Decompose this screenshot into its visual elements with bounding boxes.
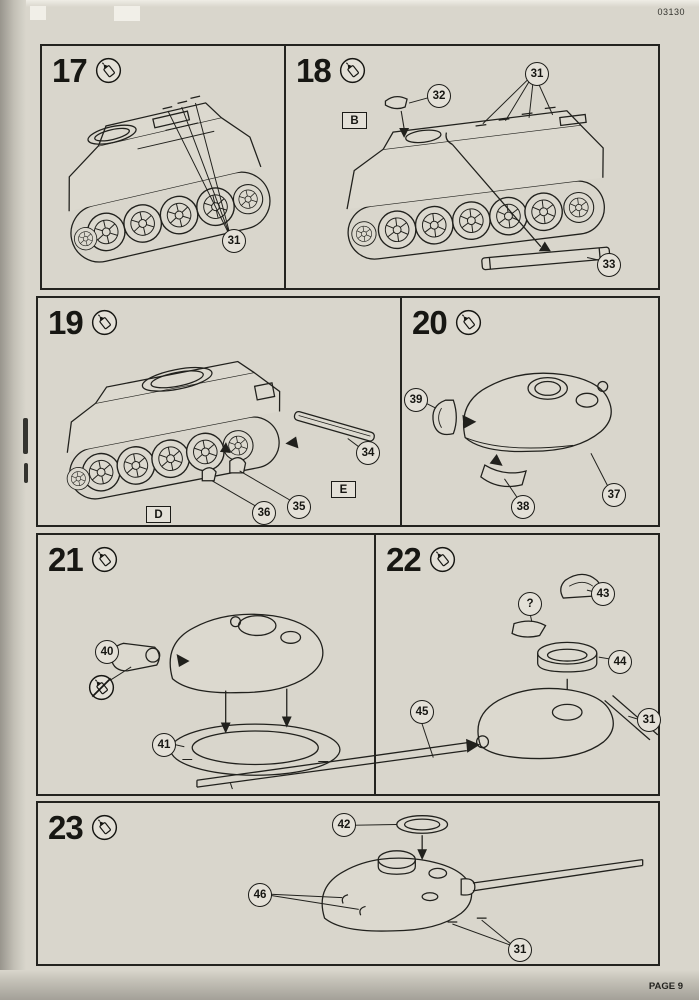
part-callout-35: 35 [287, 495, 311, 519]
part-callout-45: 45 [410, 700, 434, 724]
part-callout-31: 31 [525, 62, 549, 86]
scan-edge-left [0, 0, 26, 1000]
step-number: 21 [48, 541, 84, 578]
part-callout-40: 40 [95, 640, 119, 664]
question-callout: ? [518, 592, 542, 616]
position-marker-b: B [342, 112, 367, 129]
step-panel-23: 23 [36, 801, 660, 966]
step-number: 22 [386, 541, 422, 578]
scan-artifact [24, 463, 28, 483]
turret-assembly-illustration [196, 573, 659, 790]
glue-icon [95, 57, 122, 84]
part-callout-42: 42 [332, 813, 356, 837]
part-callout-37: 37 [602, 483, 626, 507]
step-panel-20: 20 39 38 [400, 296, 660, 527]
turret-assembly-illustration [101, 613, 341, 776]
scan-edge-top [0, 0, 699, 7]
part-callout-31: 31 [222, 229, 246, 253]
step-panel-17: 17 [40, 44, 286, 290]
kit-number: 03130 [657, 7, 685, 17]
part-callout-33: 33 [597, 253, 621, 277]
glue-icon [91, 814, 118, 841]
glue-icon [91, 309, 118, 336]
glue-icon [429, 546, 456, 573]
part-callout-46: 46 [248, 883, 272, 907]
scan-artifact [23, 418, 28, 454]
part-callout-36: 36 [252, 501, 276, 525]
part-callout-31: 31 [508, 938, 532, 962]
part-callout-38: 38 [511, 495, 535, 519]
step-panel-19: 19 [36, 296, 402, 527]
no-glue-icon [88, 674, 115, 701]
part-callout-31: 31 [637, 708, 661, 732]
step-number: 20 [412, 304, 448, 341]
glue-icon [455, 309, 482, 336]
position-marker-e: E [331, 481, 356, 498]
turret-assembly-illustration [260, 815, 644, 947]
scan-artifact [114, 6, 140, 21]
step-number: 19 [48, 304, 84, 341]
step-panel-21: 21 [36, 533, 376, 796]
step-number: 18 [296, 52, 332, 89]
turret-assembly-illustration [415, 372, 612, 504]
scan-edge-bottom [0, 970, 699, 1000]
step-number: 17 [52, 52, 88, 89]
glue-icon [339, 57, 366, 84]
part-callout-44: 44 [608, 650, 632, 674]
step-panel-18: 18 [284, 44, 660, 290]
part-callout-39: 39 [404, 388, 428, 412]
scan-artifact [30, 6, 46, 20]
page-number: PAGE 9 [648, 981, 683, 992]
position-marker-d: D [146, 506, 171, 523]
hull-assembly-illustration [346, 73, 611, 271]
part-callout-43: 43 [591, 582, 615, 606]
part-callout-34: 34 [356, 441, 380, 465]
step-panel-22: 22 [196, 533, 661, 796]
hull-assembly-illustration [64, 360, 375, 510]
glue-icon [91, 546, 118, 573]
part-callout-32: 32 [427, 84, 451, 108]
hull-assembly-illustration [68, 95, 271, 263]
part-callout-41: 41 [152, 733, 176, 757]
step-number: 23 [48, 809, 84, 846]
